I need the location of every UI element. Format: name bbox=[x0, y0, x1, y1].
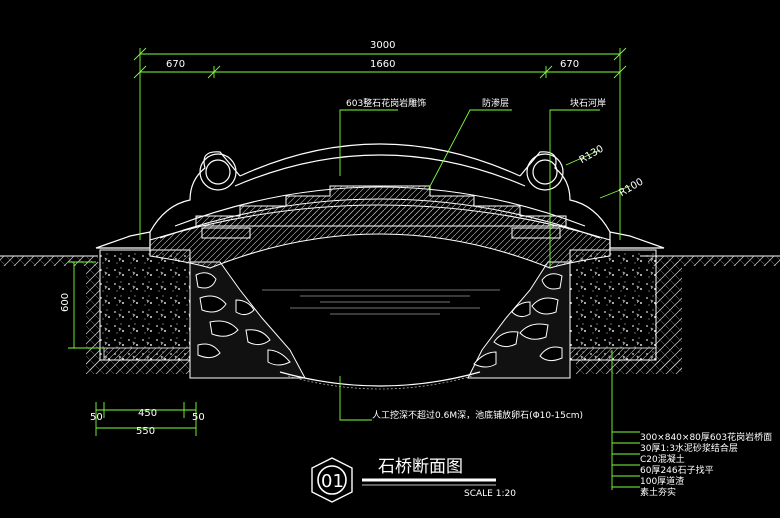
layer-note: 30厚1:3水泥砂浆结合层 bbox=[640, 442, 738, 454]
dimension-lines bbox=[68, 47, 640, 490]
dim-radius-1: R130 bbox=[578, 144, 606, 167]
title-name: 石桥断面图 bbox=[378, 457, 463, 477]
bridge-railing bbox=[95, 143, 665, 249]
layer-note: C20混凝土 bbox=[640, 453, 685, 465]
layer-note: 60厚246石子找平 bbox=[640, 464, 714, 476]
layer-note: 素土夯实 bbox=[640, 486, 676, 498]
left-abutment bbox=[99, 249, 191, 361]
note-bank-stone: 块石河岸 bbox=[570, 97, 606, 109]
dim-bottom-total: 550 bbox=[136, 426, 155, 437]
layer-note: 300×840×80厚603花岗岩桥面 bbox=[640, 431, 772, 443]
title-block: 01 石桥断面图 SCALE 1:20 bbox=[311, 457, 516, 503]
pond-bottom bbox=[279, 371, 481, 390]
dim-right: 670 bbox=[560, 59, 579, 70]
right-stone-bank bbox=[467, 261, 571, 379]
water-surface bbox=[262, 289, 500, 315]
bridge-deck-steps bbox=[195, 185, 567, 239]
note-excavation: 人工挖深不超过0.6M深，池底铺放卵石(Φ10-15cm) bbox=[372, 409, 583, 421]
right-abutment bbox=[569, 249, 657, 361]
earth-hatch bbox=[0, 256, 780, 374]
dim-overall: 3000 bbox=[370, 40, 395, 51]
title-number: 01 bbox=[321, 471, 344, 492]
note-waterproof: 防渗层 bbox=[482, 97, 509, 109]
note-rail: 603整石花岗岩雕饰 bbox=[346, 97, 426, 109]
layer-notes: 300×840×80厚603花岗岩桥面 30厚1:3水泥砂浆结合层 C20混凝土… bbox=[640, 431, 772, 498]
dim-radius-2: R100 bbox=[617, 177, 645, 200]
dim-bottom-a: 50 bbox=[90, 412, 103, 423]
title-scale: SCALE 1:20 bbox=[464, 489, 516, 499]
layer-note: 100厚道渣 bbox=[640, 475, 684, 487]
dim-height: 600 bbox=[60, 293, 71, 312]
dim-center: 1660 bbox=[370, 59, 395, 70]
dim-bottom-b: 450 bbox=[138, 408, 157, 419]
left-stone-bank bbox=[189, 261, 306, 379]
dim-bottom-c: 50 bbox=[192, 412, 205, 423]
dim-left: 670 bbox=[166, 59, 185, 70]
